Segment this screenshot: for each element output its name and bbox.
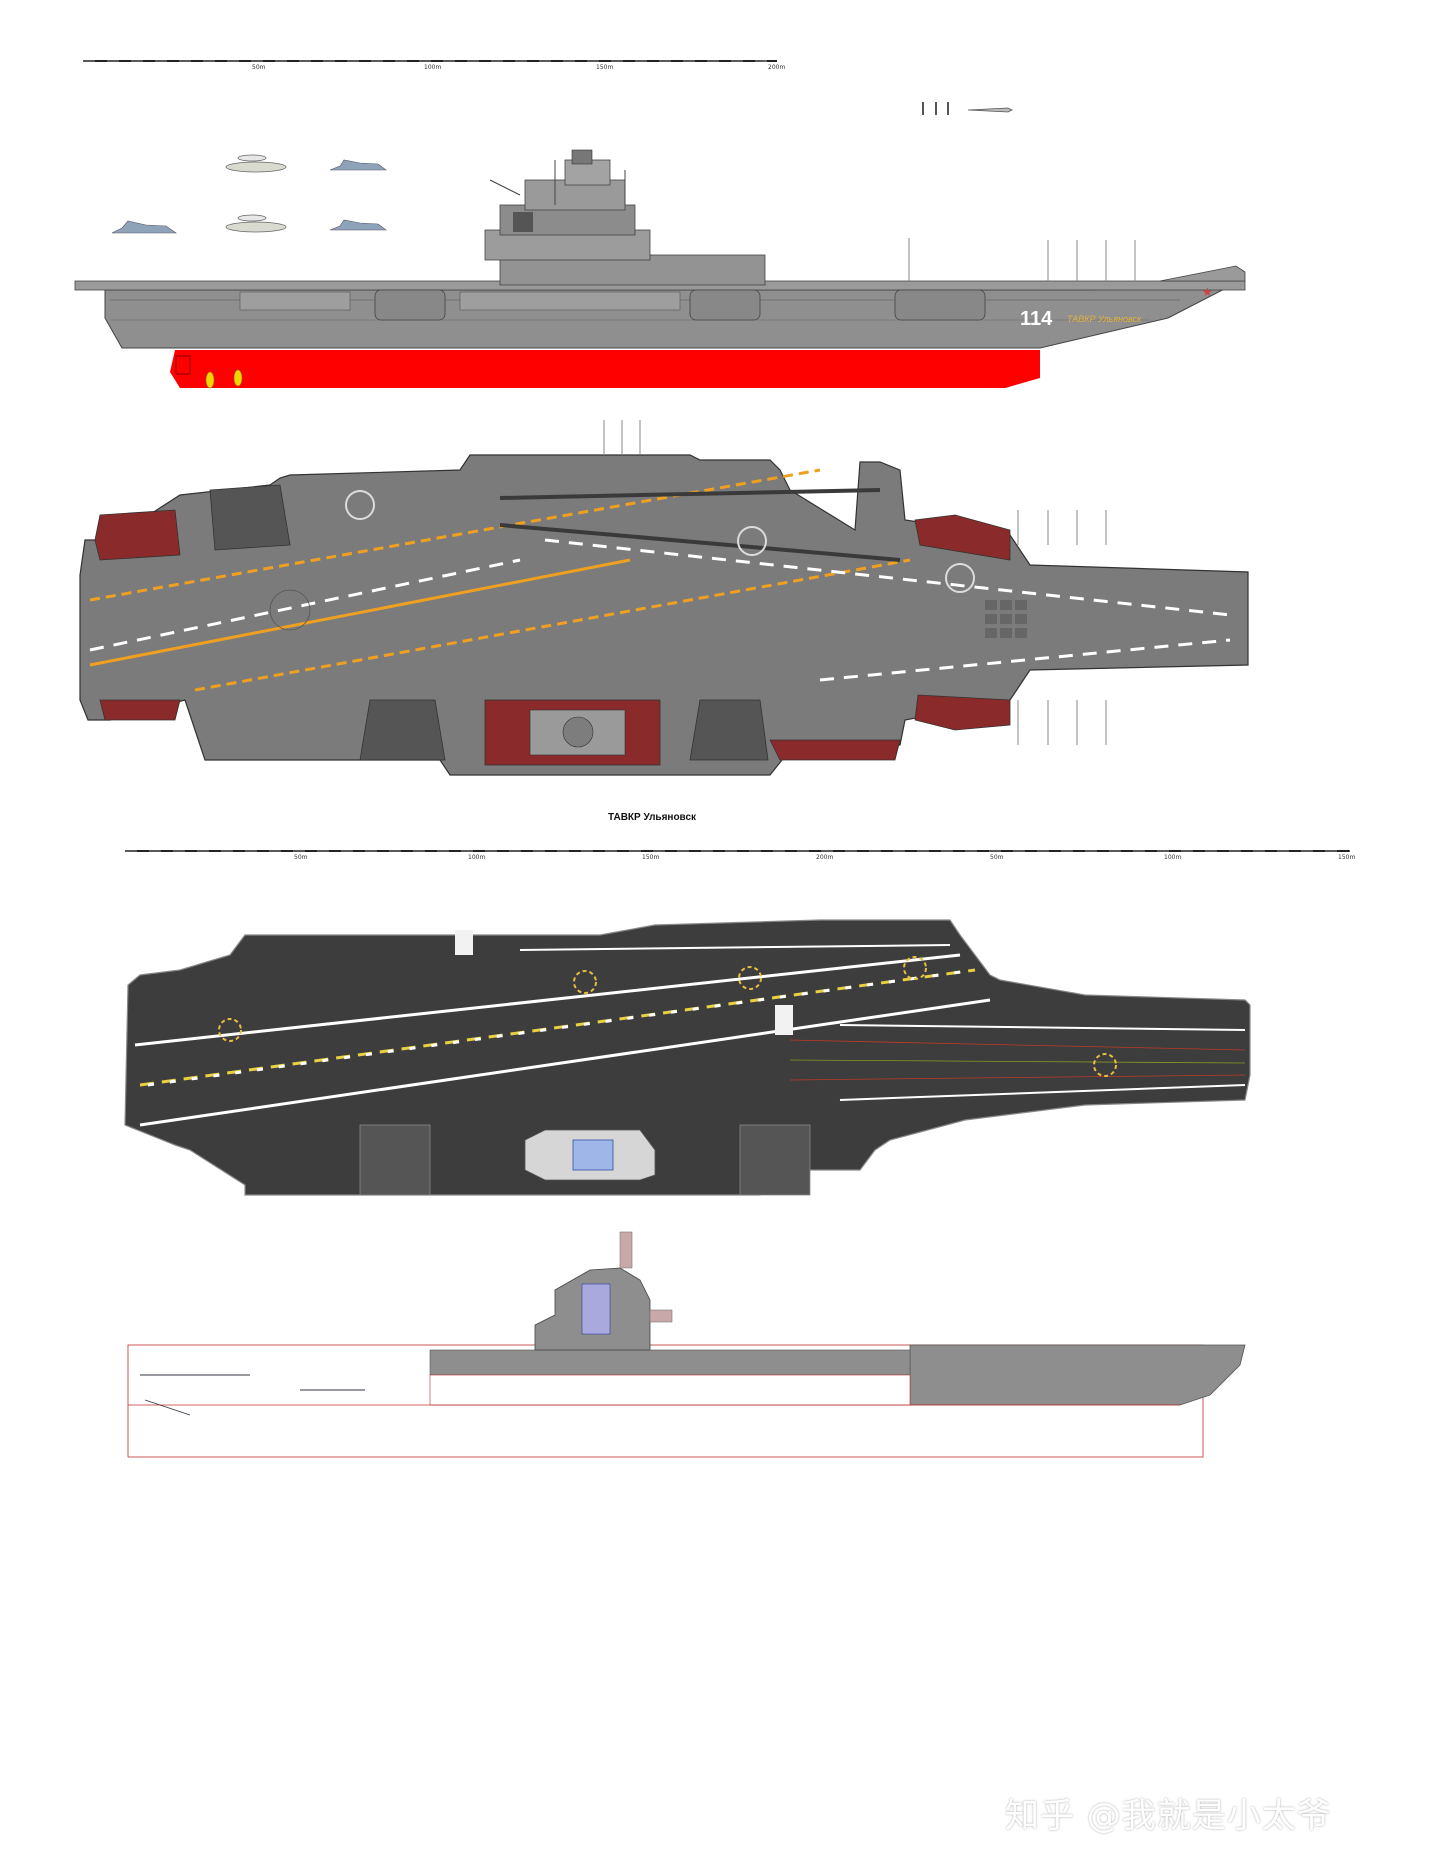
zhihu-watermark: 知乎 @我就是小太爷	[1005, 1796, 1332, 1836]
side-profile-view: ★ 114 ТАВКР Ульяновск	[74, 149, 1246, 389]
middle-scale-ruler: 50m 100m 150m 200m 50m 100m 150m	[125, 850, 1355, 861]
top-ruler-tick-label: 200m	[768, 64, 785, 71]
dark-flight-deck-outline	[124, 919, 1251, 1196]
aircraft-silhouettes	[111, 154, 387, 234]
middle-ruler-tick-label: 150m	[642, 854, 659, 861]
middle-ruler-tick-label: 50m	[294, 854, 308, 861]
deck-plan-ulyanovsk	[79, 420, 1249, 776]
fighter-jet-icon	[329, 159, 387, 171]
top-scale-ruler: 50m 100m 150m 200m	[83, 60, 785, 71]
middle-ruler-tick-label: 200m	[816, 854, 833, 861]
fighter-jet-icon	[111, 220, 177, 234]
top-ruler-tick-label: 150m	[596, 64, 613, 71]
top-ruler-tick-label: 50m	[252, 64, 266, 71]
svg-text:★: ★	[1202, 285, 1213, 299]
awacs-aircraft-icon	[225, 154, 287, 173]
dark-island-top-view	[524, 1129, 656, 1181]
awacs-aircraft-icon	[225, 214, 287, 233]
missile-icons	[922, 102, 1013, 115]
fighter-jet-icon	[329, 219, 387, 231]
middle-ruler-tick-label: 50m	[990, 854, 1004, 861]
island-superstructure	[484, 149, 766, 286]
middle-ruler-tick-label: 150m	[1338, 854, 1355, 861]
hull-number: 114	[1020, 308, 1053, 330]
side-island-outline	[534, 1231, 673, 1351]
ship-caption: ТАВКР Ульяновск	[608, 812, 697, 823]
side-profile-outline	[127, 1231, 1246, 1458]
top-ruler-tick-label: 100m	[424, 64, 441, 71]
antifouling-hull	[170, 350, 1040, 388]
middle-ruler-tick-label: 100m	[1164, 854, 1181, 861]
middle-ruler-tick-label: 100m	[468, 854, 485, 861]
side-view-ship-name: ТАВКР Ульяновск	[1067, 314, 1142, 324]
island-top-view	[484, 699, 661, 766]
deck-plan-dark	[124, 919, 1251, 1196]
